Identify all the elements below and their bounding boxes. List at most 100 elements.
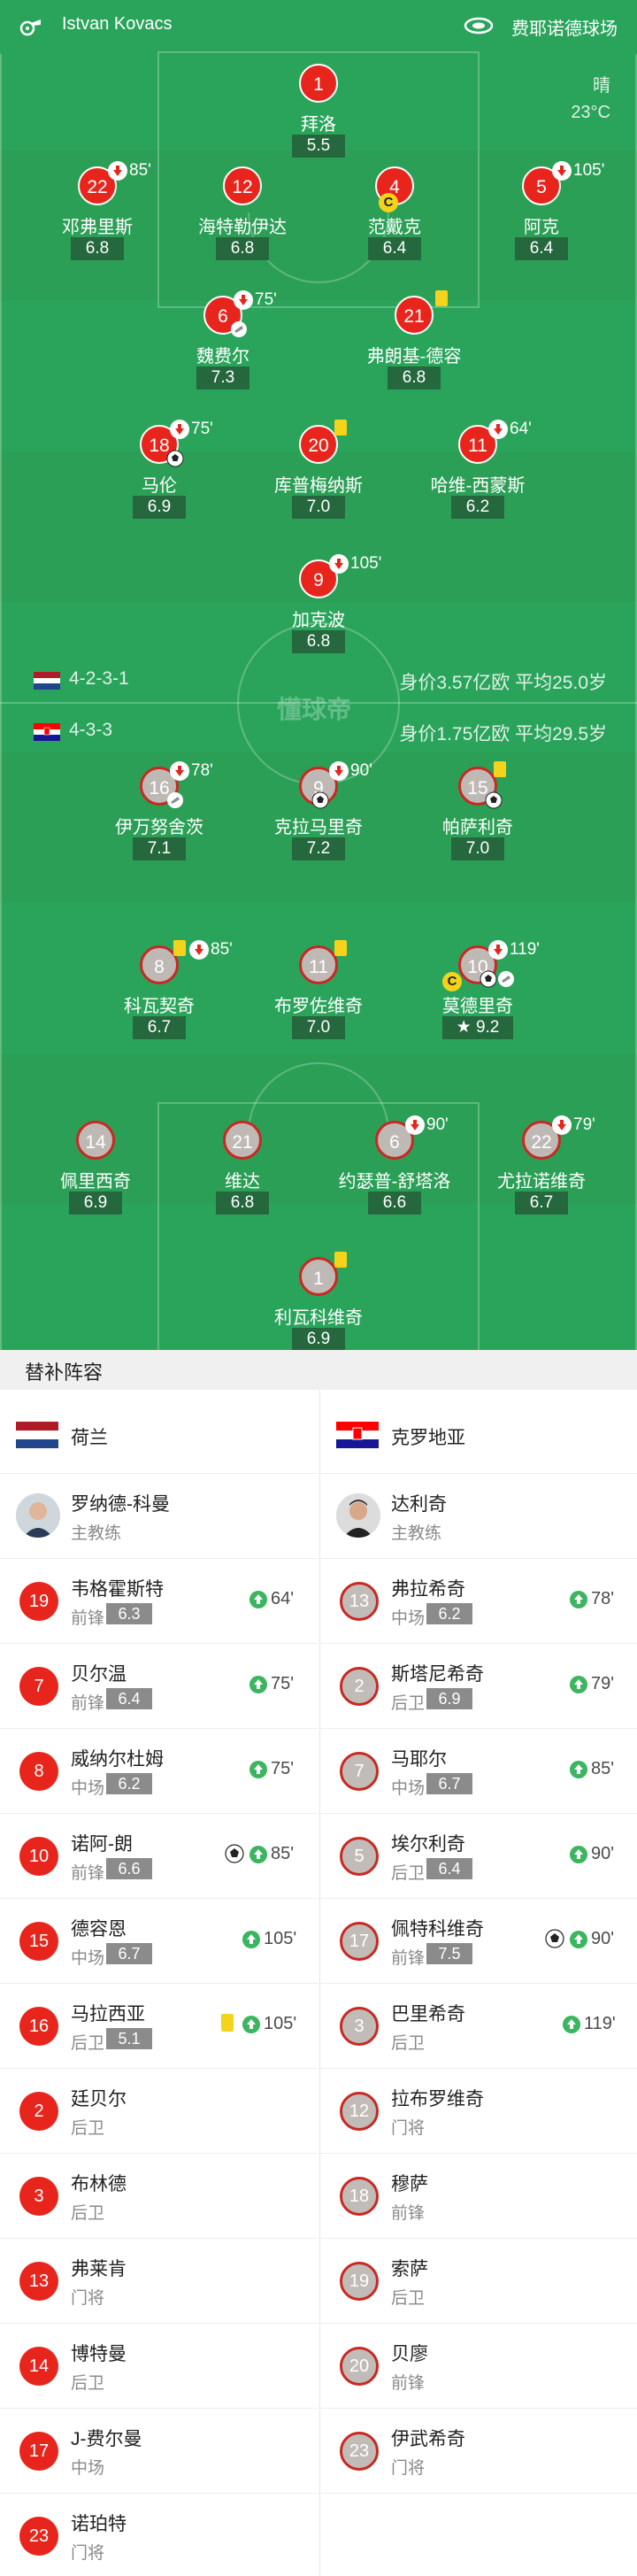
netherlands-flag-icon [16,1422,58,1448]
player-rating: 5.5 [292,135,345,158]
home-player-20[interactable]: 20 库普梅纳斯 7.0 [230,420,407,558]
player-rating: 6.9 [133,496,186,519]
player-position: 中场 [71,2459,105,2478]
sub-in-time: 105' [264,2014,297,2033]
player-rating: 6.7 [515,1192,568,1215]
player-rating: 6.8 [292,630,345,653]
home-player-18[interactable]: 18 75' 马伦 6.9 [71,420,248,558]
away-player-11[interactable]: 11 布罗佐维奇 7.0 [230,940,407,1078]
player-position: 后卫 [71,2374,105,2393]
player-position: 后卫 [71,2204,105,2223]
away-player-8[interactable]: 8 85' 科瓦契奇 6.7 [71,940,248,1078]
home-player-12[interactable]: 12 海特勒伊达 6.8 [154,166,331,299]
home-team-name: 荷兰 [71,1428,108,1448]
player-rating: 6.9 [292,1328,345,1350]
home-player-1[interactable]: 1 拜洛 5.5 [230,64,407,197]
away-player-21[interactable]: 21 维达 6.8 [154,1121,331,1253]
sub-in-time: 79' [591,1674,615,1693]
player-name: 克拉马里奇 [274,818,363,837]
home-player-9[interactable]: 9 105' 加克波 6.8 [230,554,407,692]
home-player-5[interactable]: 5 105' 阿克 6.4 [453,161,630,299]
coach-name: 罗纳德-科曼 [71,1494,170,1515]
away-player-14[interactable]: 14 佩里西奇 6.9 [7,1121,184,1253]
sub-time: 75' [191,420,213,438]
player-rating: 6.6 [368,1192,421,1215]
home-bench-header: 荷兰 [0,1390,318,1474]
home-player-22[interactable]: 22 85' 邓弗里斯 6.8 [9,161,186,299]
player-number: 8 [140,945,179,984]
away-bench-header: 克罗地亚 [320,1390,637,1474]
player-position: 后卫 [391,1864,426,1883]
sub-time: 85' [211,940,233,959]
player-number: 8 [19,1752,58,1791]
home-player-6[interactable]: 6 75' 魏费尔 7.3 [134,290,311,428]
sub-out-icon [234,290,253,310]
substitutes-title: 替补阵容 [25,1361,104,1384]
substitutes-header: 替补阵容 [0,1350,637,1390]
coach-row[interactable]: 达利奇 主教练 [320,1474,637,1559]
yellow-card-icon [173,940,186,956]
player-number: 13 [340,1582,379,1621]
away-player-10[interactable]: 10 C 119' 莫德里奇 ★ 9.2 [389,940,566,1078]
home-player-21[interactable]: 21 弗朗基-德容 6.8 [326,290,503,428]
away-player-16[interactable]: 16 78' 伊万努舍茨 7.1 [71,761,248,899]
away-formation: 4-3-3 [69,720,113,740]
player-name: 布罗佐维奇 [274,997,363,1016]
yellow-card-icon [494,761,506,777]
sub-in-icon [570,1931,587,1948]
player-name: 维达 [225,1172,260,1192]
home-stats: 身价3.57亿欧 平均25.0岁 [399,673,607,693]
player-name: 布林德 [71,2174,127,2194]
away-player-22[interactable]: 22 79' 尤拉诺维奇 6.7 [453,1115,630,1253]
player-name: 约瑟普-舒塔洛 [338,1172,451,1192]
yellow-card-icon [334,1252,347,1268]
player-name: 伊武希奇 [391,2429,465,2449]
home-player-11[interactable]: 11 64' 哈维-西蒙斯 6.2 [389,420,566,558]
sub-time: 85' [129,161,151,180]
player-number: 21 [395,296,434,335]
home-player-4[interactable]: 4 C 范戴克 6.4 [306,166,483,299]
player-name: 巴里希奇 [391,2004,465,2025]
player-name: 弗朗基-德容 [366,347,462,366]
away-player-1[interactable]: 1 利瓦科维奇 6.9 [230,1252,407,1350]
player-number: 17 [19,2432,58,2471]
boot-icon [498,971,514,987]
away-player-9[interactable]: 9 90' 克拉马里奇 7.2 [230,761,407,899]
sub-in-icon [570,1846,587,1863]
player-number: 17 [340,1922,379,1961]
match-info-bar: Istvan Kovacs 费耶诺德球场 [0,0,637,53]
player-number: 18 [340,2177,379,2216]
away-player-15[interactable]: 15 帕萨利奇 7.0 [389,761,566,899]
coach-row[interactable]: 罗纳德-科曼 主教练 [0,1474,318,1559]
netherlands-flag-icon [34,672,60,690]
yellow-card-icon [334,940,347,956]
away-player-6[interactable]: 6 90' 约瑟普-舒塔洛 6.6 [306,1115,483,1253]
player-rating: 6.8 [71,237,124,260]
player-number: 14 [19,2347,58,2386]
player-position: 前锋 [391,1949,426,1968]
